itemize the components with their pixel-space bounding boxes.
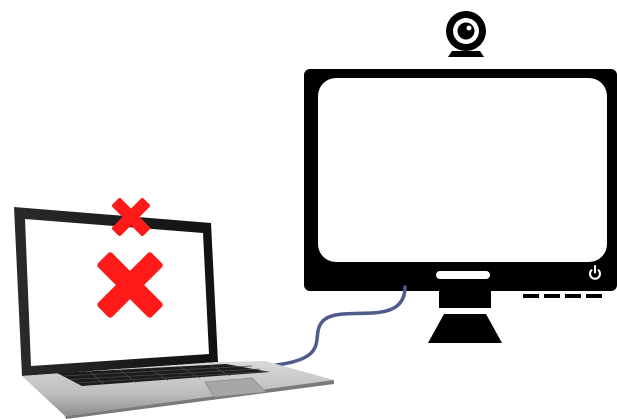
external-monitor <box>304 11 617 343</box>
monitor-indicator-dashes <box>523 294 602 298</box>
webcam-icon <box>446 11 486 57</box>
laptop <box>14 186 334 419</box>
connection-cable <box>276 287 405 365</box>
monitor-stand-neck <box>439 291 491 308</box>
monitor-center-slot <box>436 271 490 279</box>
monitor-screen <box>318 78 607 262</box>
monitor-stand-base <box>428 314 502 343</box>
